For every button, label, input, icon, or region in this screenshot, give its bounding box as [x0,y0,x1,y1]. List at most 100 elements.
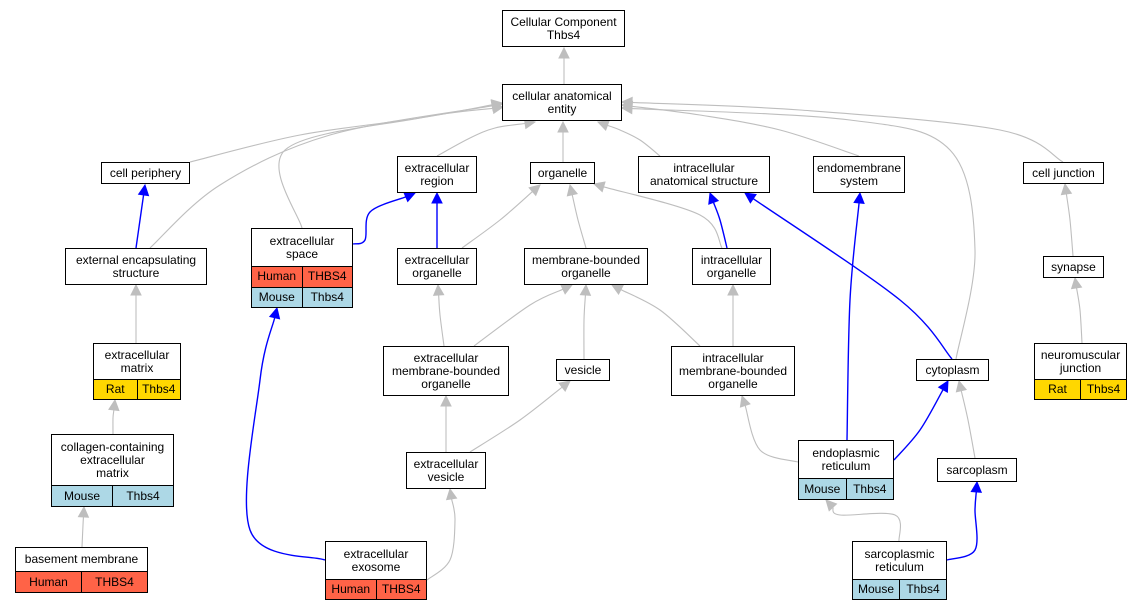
edge-cj-to-cae [620,96,1064,163]
arrowhead-icon [620,102,633,115]
edge-line [81,516,84,548]
edge-line [135,194,145,249]
edge-line [245,317,326,561]
species-row-human: Human THBS4 [16,571,147,592]
edge-sr-to-endo [825,499,901,542]
arrowhead-icon [592,181,606,193]
gene-symbol: THBS4 [81,572,147,592]
node-label: vesicle [564,362,602,377]
node-label: extracellular membrane-bounded organelle [391,350,501,391]
edge-endo-to-cyto [893,380,949,461]
arrowhead-icon [440,394,452,407]
species-name: Mouse [258,289,295,304]
node-ems[interactable]: endomembrane system [813,156,905,193]
node-label: extracellular space [269,233,335,261]
node-org[interactable]: organelle [530,162,595,184]
node-cae[interactable]: cellular anatomical entity [502,84,622,121]
arrowhead-icon [445,487,458,501]
node-ias[interactable]: intracellular anatomical structure [638,156,770,193]
arrowhead-icon [268,306,281,320]
arrowhead-icon [970,480,983,493]
edge-ev-to-ves [469,380,571,453]
node-imbo[interactable]: intracellular membrane-bounded organelle [671,346,795,396]
edge-line [752,198,953,360]
arrowhead-icon [579,283,592,296]
node-label: intracellular anatomical structure [649,160,759,188]
node-mbo[interactable]: membrane-bounded organelle [524,248,648,285]
edge-ccem-to-em [108,398,120,435]
species-name: Rat [1048,382,1067,396]
node-ev[interactable]: extracellular vesicle [406,452,486,489]
edge-sr-to-sarco [946,480,983,561]
node-cc[interactable]: Cellular Component Thbs4 [502,10,625,47]
edge-line [893,389,944,461]
node-cp[interactable]: cell periphery [101,162,190,184]
node-embo[interactable]: extracellular membrane-bounded organelle [383,346,509,396]
arrowhead-icon [137,183,150,197]
edge-line [631,107,976,360]
node-eo[interactable]: extracellular organelle [397,248,477,285]
edge-line [946,491,978,561]
species-name: Rat [105,382,125,396]
edge-em-to-ees [130,283,142,343]
node-syn[interactable]: synapse [1043,256,1104,278]
species-name: Human [331,582,371,596]
edge-er-to-cae [436,117,537,157]
edge-ves-to-mbo [579,283,592,360]
edge-line [603,186,723,249]
edge-line [436,122,526,157]
node-label: extracellular organelle [404,252,470,280]
arrowhead-icon [853,191,865,204]
edge-exo-to-ev [426,487,458,581]
edge-line [744,405,799,463]
node-label: neuromuscular junction [1040,347,1121,375]
node-er[interactable]: extracellular region [397,156,477,193]
arrowhead-icon [108,398,120,412]
edge-line [631,105,860,157]
species-name: Human [29,574,68,589]
edge-line [832,506,901,542]
edge-line [1065,193,1074,257]
node-label: cell periphery [109,165,182,180]
edge-bm-to-ccem [77,505,90,548]
arrowhead-icon [558,380,571,393]
node-sarco[interactable]: sarcoplasm [937,458,1017,482]
node-cyto[interactable]: cytoplasm [916,359,989,381]
arrowhead-icon [1060,182,1073,196]
node-label: Cellular Component Thbs4 [510,14,617,42]
edge-line [461,191,533,249]
edge-org-to-cae [557,120,569,163]
edge-exo-to-es [245,306,326,561]
arrowhead-icon [596,120,610,132]
node-label: endomembrane system [816,160,902,188]
node-ccem[interactable]: collagen-containing extracellular matrix… [51,434,174,507]
arrowhead-icon [77,505,90,518]
node-label: synapse [1051,259,1096,274]
edge-line [278,107,494,229]
arrowhead-icon [130,283,142,296]
node-label: membrane-bounded organelle [531,252,641,280]
edge-nmj-to-syn [1070,276,1083,344]
edge-line [712,202,728,249]
edge-line [438,294,445,347]
node-ves[interactable]: vesicle [556,359,610,381]
node-cj[interactable]: cell junction [1023,162,1104,184]
node-label: cellular anatomical entity [512,88,612,116]
edge-ev-to-embo [440,394,452,453]
node-ees[interactable]: external encapsulating structure [65,248,207,285]
gene-symbol: Thbs4 [899,580,946,599]
node-io[interactable]: intracellular organelle [692,248,771,285]
edge-imbo-to-mbo [611,284,701,347]
arrowhead-icon [937,380,949,393]
